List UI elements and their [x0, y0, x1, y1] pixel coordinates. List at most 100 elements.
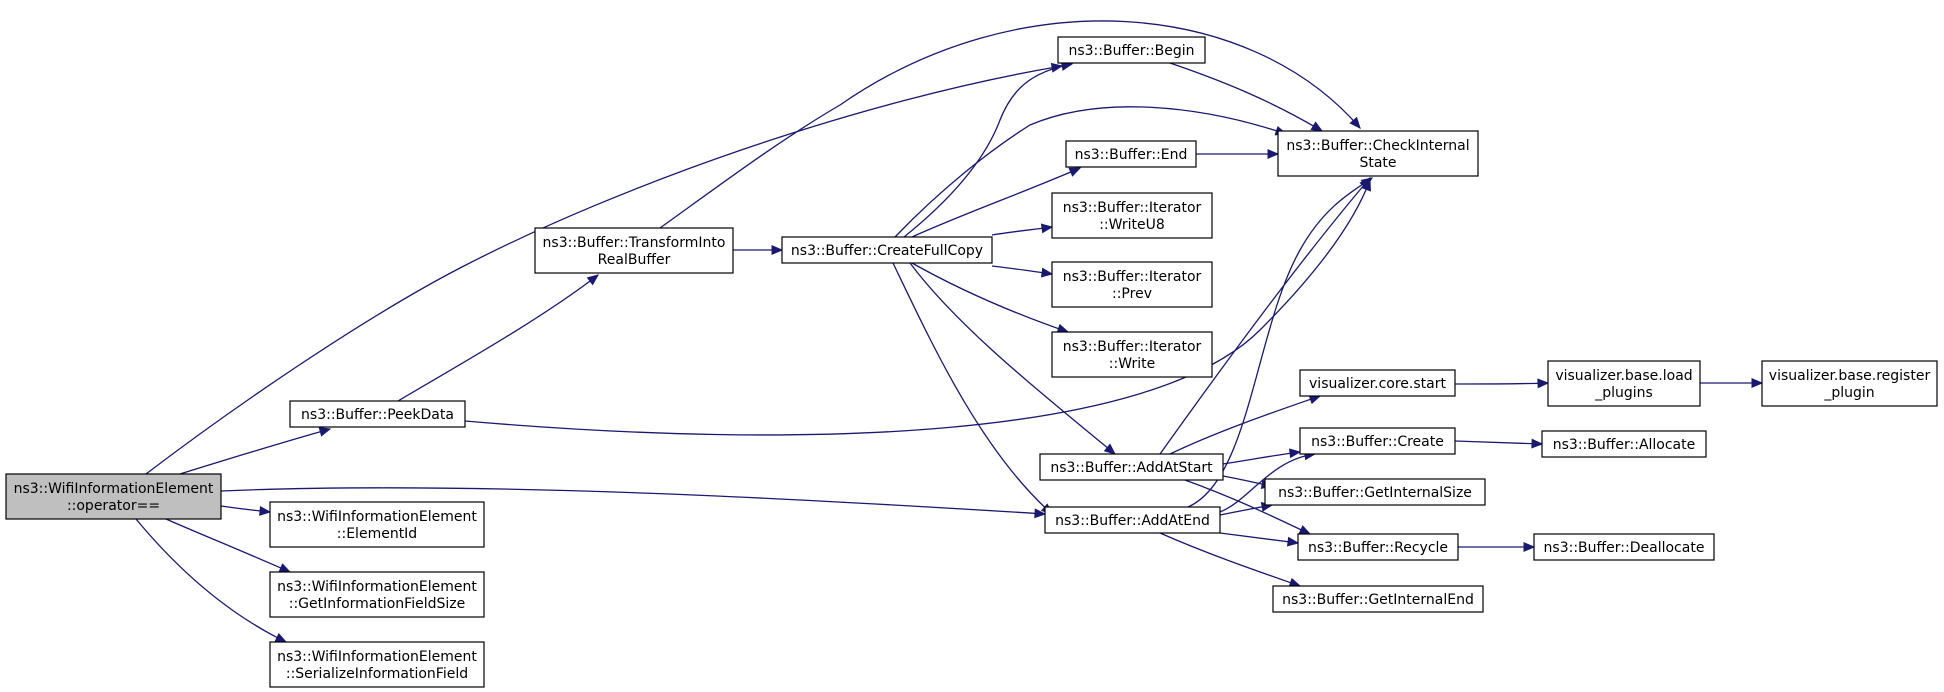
- node-box: [1039, 453, 1224, 481]
- node-label: _plugin: [1823, 385, 1874, 401]
- node-addatstart[interactable]: ns3::Buffer::AddAtStart: [1039, 453, 1224, 481]
- arrowhead-icon: [1068, 167, 1082, 177]
- edge-vloadplugins-to-vregister: [1700, 378, 1764, 388]
- node-allocate[interactable]: ns3::Buffer::Allocate: [1541, 430, 1707, 458]
- node-label: RealBuffer: [598, 252, 671, 268]
- edge-fullcopy-to-end: [911, 167, 1082, 238]
- node-box: [1277, 130, 1479, 177]
- node-label: ns3::Buffer::Create: [1311, 434, 1444, 450]
- edge-line: [911, 167, 1081, 238]
- node-box: [1547, 360, 1701, 407]
- node-getinfosize[interactable]: ns3::WifiInformationElement::GetInformat…: [269, 571, 485, 618]
- node-vcorestart[interactable]: visualizer.core.start: [1299, 369, 1456, 397]
- edge-peekdata-to-transform: [397, 274, 600, 402]
- node-box: [1051, 331, 1213, 378]
- edge-peekdata-to-checkinternal: [464, 178, 1371, 436]
- edge-line: [909, 262, 1116, 455]
- node-label: State: [1359, 155, 1396, 171]
- node-box: [1264, 478, 1486, 506]
- edge-line: [903, 63, 1073, 238]
- edge-line: [145, 65, 1063, 475]
- edge-root-to-peekdata: [179, 427, 332, 475]
- node-label: visualizer.core.start: [1309, 376, 1446, 392]
- node-vregister[interactable]: visualizer.base.register_plugin: [1761, 360, 1938, 407]
- edge-line: [1219, 453, 1316, 513]
- arrowhead-icon: [1288, 448, 1302, 459]
- edge-addatend-to-checkinternal: [1187, 177, 1374, 508]
- arrowhead-icon: [1751, 378, 1764, 388]
- node-end[interactable]: ns3::Buffer::End: [1065, 140, 1197, 168]
- node-label: ::SerializeInformationField: [286, 666, 468, 682]
- node-getinternalsize[interactable]: ns3::Buffer::GetInternalSize: [1264, 478, 1486, 506]
- node-label: ns3::Buffer::Begin: [1068, 43, 1194, 59]
- node-create[interactable]: ns3::Buffer::Create: [1299, 427, 1456, 455]
- edge-addatstart-to-create: [1222, 448, 1302, 465]
- edge-root-to-serializeinfo: [135, 518, 288, 643]
- node-getinternalend[interactable]: ns3::Buffer::GetInternalEnd: [1272, 585, 1484, 613]
- node-label: ::GetInformationFieldSize: [289, 596, 465, 612]
- edge-line: [1219, 532, 1299, 544]
- node-box: [269, 641, 485, 688]
- node-box: [1761, 360, 1938, 407]
- edge-root-to-addatend: [220, 487, 1047, 519]
- node-box: [1044, 506, 1221, 534]
- node-label: ns3::Buffer::Iterator: [1063, 200, 1202, 216]
- node-begin[interactable]: ns3::Buffer::Begin: [1057, 36, 1206, 64]
- edge-create-to-allocate: [1454, 438, 1544, 449]
- node-box: [269, 501, 485, 548]
- node-box: [5, 473, 222, 520]
- node-addatend[interactable]: ns3::Buffer::AddAtEnd: [1044, 506, 1221, 534]
- node-box: [1297, 533, 1459, 561]
- node-deallocate[interactable]: ns3::Buffer::Deallocate: [1533, 533, 1715, 561]
- node-prev[interactable]: ns3::Buffer::Iterator::Prev: [1051, 261, 1213, 308]
- node-label: ns3::Buffer::End: [1075, 147, 1188, 163]
- node-label: ns3::Buffer::Recycle: [1308, 540, 1448, 556]
- edge-addatend-to-recycle: [1219, 532, 1300, 547]
- edge-line: [1187, 177, 1373, 508]
- edge-addatstart-to-vcorestart: [1169, 394, 1322, 455]
- node-label: ::Prev: [1112, 286, 1152, 302]
- edge-line: [1454, 440, 1543, 445]
- arrowhead-icon: [1286, 536, 1300, 547]
- arrowhead-icon: [1349, 116, 1361, 129]
- arrowhead-icon: [1103, 443, 1116, 455]
- edge-vcorestart-to-vloadplugins: [1454, 378, 1550, 389]
- arrowhead-icon: [318, 427, 332, 437]
- call-edges: [135, 20, 1764, 643]
- arrowhead-icon: [1040, 223, 1054, 234]
- arrowhead-icon: [1360, 177, 1374, 189]
- arrowhead-icon: [1034, 508, 1047, 519]
- node-fullcopy[interactable]: ns3::Buffer::CreateFullCopy: [781, 236, 993, 264]
- node-box: [1299, 369, 1456, 397]
- node-box: [1051, 192, 1213, 239]
- node-label: ::operator==: [67, 498, 160, 514]
- arrowhead-icon: [1523, 542, 1536, 552]
- node-elementid[interactable]: ns3::WifiInformationElement::ElementId: [269, 501, 485, 548]
- node-label: ns3::Buffer::TransformInto: [543, 235, 726, 251]
- node-root[interactable]: ns3::WifiInformationElement::operator==: [5, 473, 222, 520]
- node-label: ns3::Buffer::GetInternalSize: [1278, 485, 1472, 501]
- node-box: [1065, 140, 1197, 168]
- node-label: ns3::Buffer::Deallocate: [1544, 540, 1705, 556]
- node-writeu8[interactable]: ns3::Buffer::Iterator::WriteU8: [1051, 192, 1213, 239]
- node-write[interactable]: ns3::Buffer::Iterator::Write: [1051, 331, 1213, 378]
- arrowhead-icon: [1298, 525, 1312, 535]
- node-recycle[interactable]: ns3::Buffer::Recycle: [1297, 533, 1459, 561]
- edge-line: [464, 179, 1371, 436]
- node-label: ns3::Buffer::Iterator: [1063, 269, 1202, 285]
- node-peekdata[interactable]: ns3::Buffer::PeekData: [289, 400, 466, 428]
- node-label: ns3::Buffer::Iterator: [1063, 339, 1202, 355]
- edge-fullcopy-to-writeu8: [991, 223, 1054, 236]
- node-label: ns3::Buffer::Allocate: [1553, 437, 1696, 453]
- edge-line: [911, 262, 1069, 333]
- edge-line: [894, 106, 1287, 238]
- node-label: ns3::Buffer::CheckInternal: [1286, 138, 1469, 154]
- node-vloadplugins[interactable]: visualizer.base.load_plugins: [1547, 360, 1701, 407]
- node-label: ns3::Buffer::CreateFullCopy: [791, 243, 983, 259]
- edge-end-to-checkinternal: [1195, 149, 1280, 159]
- node-box: [289, 400, 466, 428]
- node-serializeinfo[interactable]: ns3::WifiInformationElement::SerializeIn…: [269, 641, 485, 688]
